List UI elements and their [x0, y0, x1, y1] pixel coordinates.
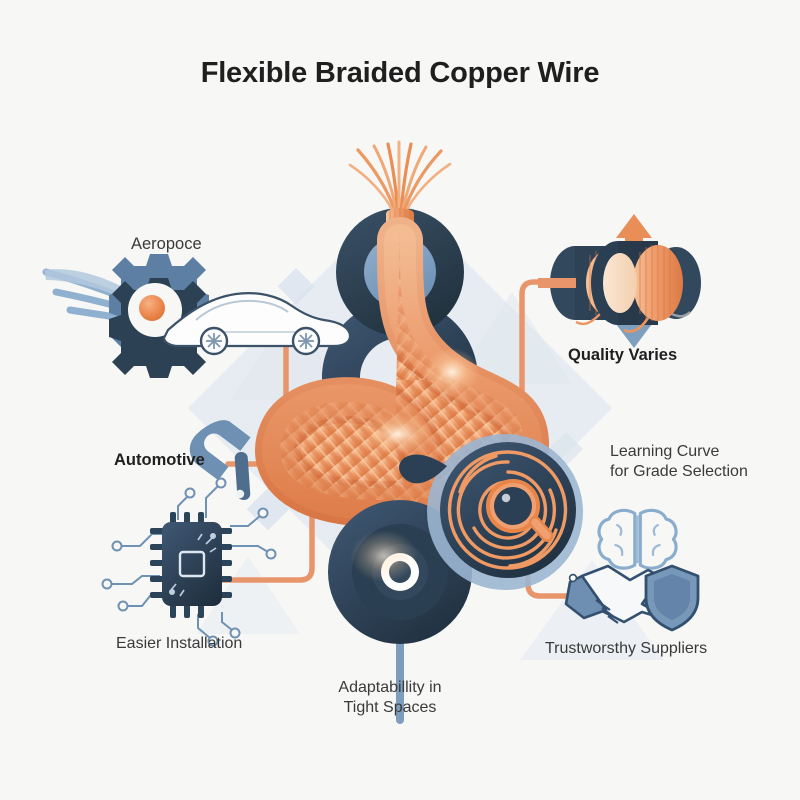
label-learning-curve: Learning Curve for Grade Selection [610, 443, 748, 481]
label-adaptability: Adaptabillity in Tight Spaces [338, 679, 442, 717]
magnifier [486, 479, 554, 542]
sports-car-icon [162, 292, 352, 356]
label-automotive: Automotive [114, 451, 205, 469]
label-easier-installation: Easier Installation [116, 635, 243, 652]
wrench-icon [189, 420, 251, 500]
shield-icon [644, 564, 700, 632]
rope-glow-2 [364, 414, 432, 454]
rope-glow-1 [424, 348, 480, 396]
frayed-copper-strands [348, 140, 452, 217]
label-quality-varies: Quality Varies [568, 346, 678, 364]
label-aerospace: Aeropoce [131, 235, 202, 253]
maze-tail [399, 454, 447, 484]
gear-center-dot [139, 295, 165, 321]
brain-icon [597, 508, 678, 570]
page-title: Flexible Braided Copper Wire [200, 57, 600, 89]
handshake-brain-shield-icon [564, 508, 700, 632]
maze-magnifier-icon [399, 434, 583, 590]
microchip-icon [101, 477, 277, 647]
spool-copper-front [591, 241, 683, 333]
maze-arcs [447, 450, 568, 570]
coil-stem [396, 640, 404, 724]
label-trustworthy-suppliers: Trustworsthy Suppliers [545, 640, 708, 657]
wire-spools-arrows-icon [538, 214, 701, 348]
winged-gear-car-icon [42, 254, 352, 378]
